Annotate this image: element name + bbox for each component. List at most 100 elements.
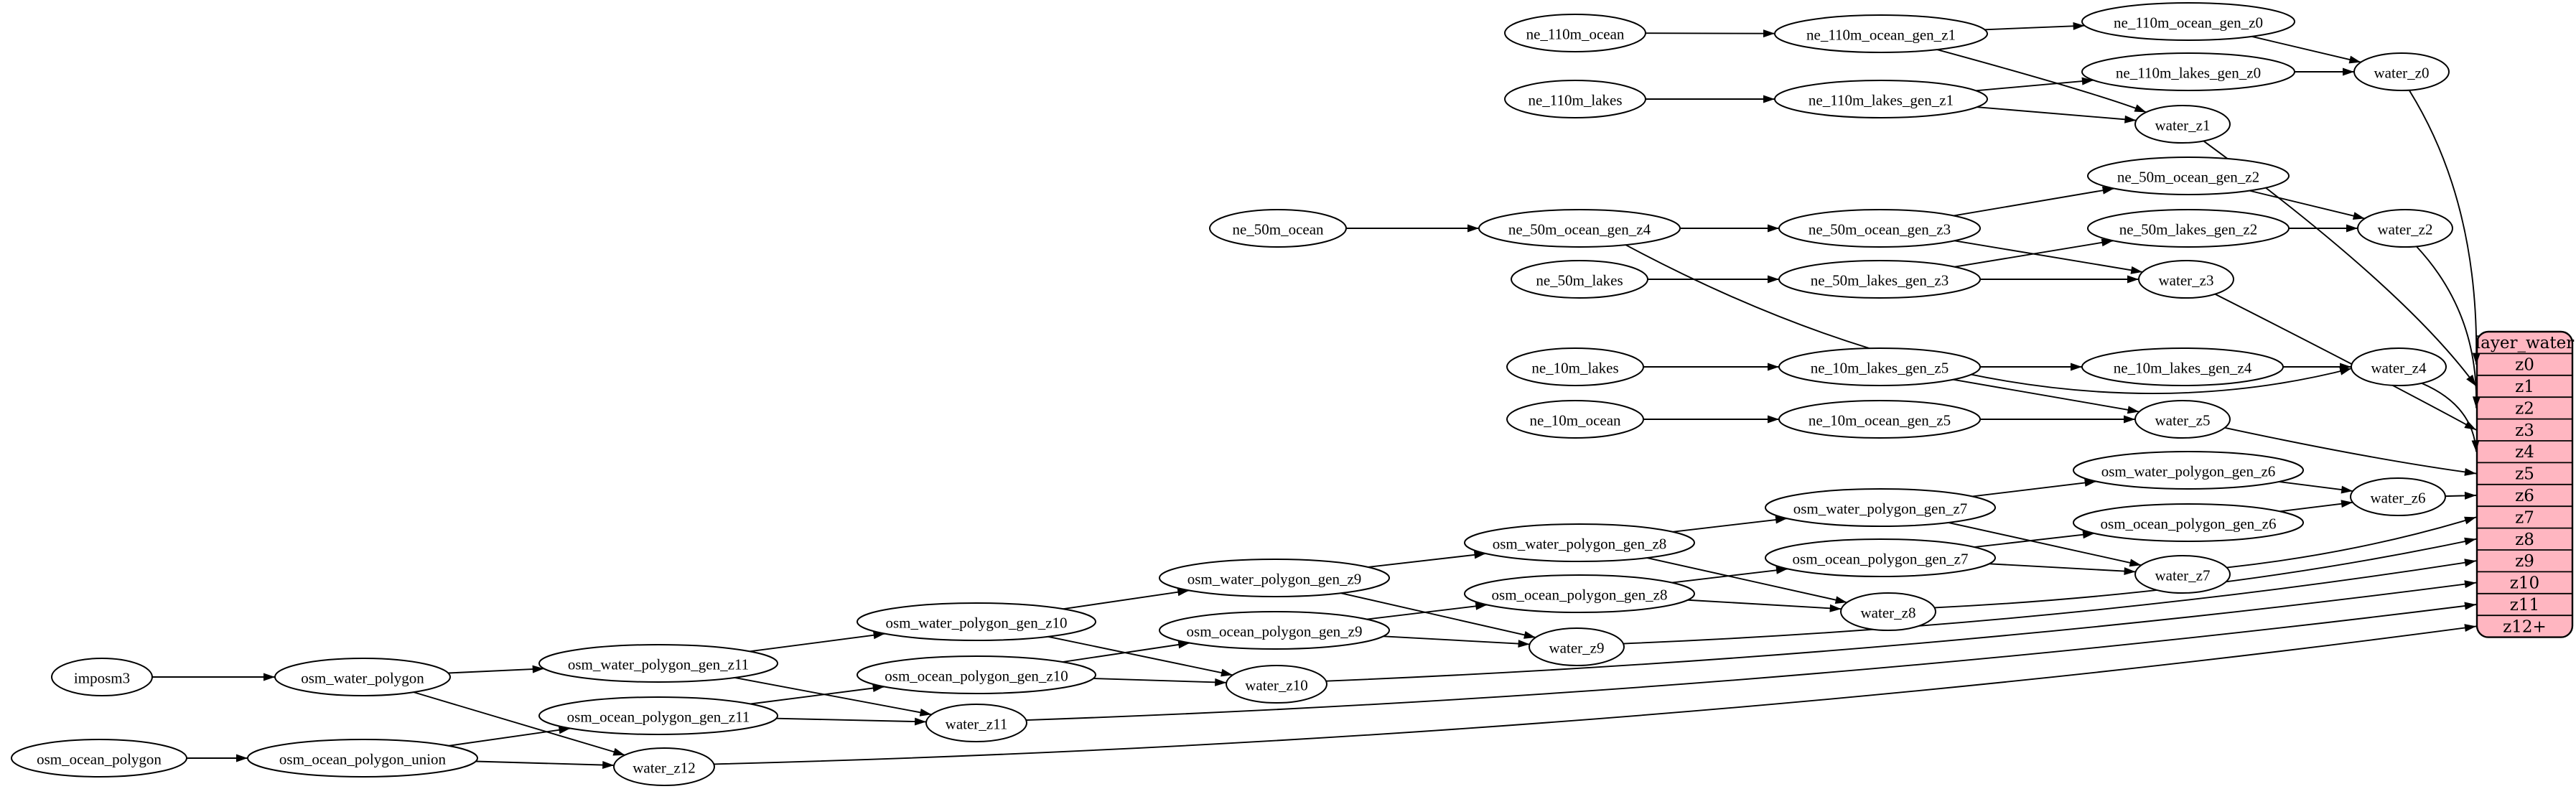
node-water_z8: water_z8 xyxy=(1840,592,1936,631)
edge-osm_ocean_polygon_gen_z8-osm_ocean_polygon_gen_z7 xyxy=(1671,568,1788,584)
arrowhead xyxy=(1768,275,1779,284)
arrowhead xyxy=(1768,224,1779,233)
table-row-z7: z7 xyxy=(2515,508,2534,527)
node-ellipse xyxy=(2350,477,2446,516)
table-row-z12+: z12+ xyxy=(2503,617,2547,636)
arrowhead xyxy=(919,708,932,716)
edge-water_z12-layer_water.z12+ xyxy=(714,625,2477,765)
arrowhead xyxy=(558,726,571,734)
node-ellipse xyxy=(1765,488,1996,527)
table-row-z11: z11 xyxy=(2510,596,2539,615)
node-label: water_z2 xyxy=(2378,221,2433,238)
arrowhead xyxy=(2341,485,2353,494)
node-label: ne_10m_lakes xyxy=(1531,360,1618,377)
arrowhead xyxy=(1768,363,1779,371)
edge-ne_50m_ocean_gen_z3-water_z3 xyxy=(1954,240,2143,273)
arrowhead xyxy=(2464,624,2476,632)
node-ellipse xyxy=(11,739,187,778)
node-label: water_z10 xyxy=(1245,677,1307,694)
arrowhead xyxy=(1775,566,1788,574)
arrowhead xyxy=(236,754,248,762)
edge-water_z2-layer_water.z2 xyxy=(2416,246,2478,408)
node-water_z1: water_z1 xyxy=(2134,105,2231,144)
arrowhead xyxy=(532,665,544,673)
node-label: osm_ocean_polygon_gen_z8 xyxy=(1492,587,1668,604)
node-ellipse xyxy=(1209,209,1347,248)
node-ne_110m_lakes_gen_z0: ne_110m_lakes_gen_z0 xyxy=(2081,52,2295,91)
edge-osm_water_polygon_gen_z6-water_z6 xyxy=(2279,481,2353,492)
arrowhead xyxy=(2464,537,2476,546)
edge-osm_ocean_polygon_gen_z8-water_z8 xyxy=(1687,599,1842,610)
node-ne_110m_ocean_gen_z1: ne_110m_ocean_gen_z1 xyxy=(1774,14,1988,53)
node-ellipse xyxy=(51,658,153,696)
arrowhead xyxy=(2134,104,2147,113)
node-water_z3: water_z3 xyxy=(2138,260,2234,299)
node-label: water_z12 xyxy=(633,760,695,777)
edge-water_z11-layer_water.z11 xyxy=(1026,604,2477,721)
node-ne_110m_lakes: ne_110m_lakes xyxy=(1504,80,1646,118)
edge-osm_ocean_polygon_gen_z10-osm_ocean_polygon_gen_z9 xyxy=(1062,642,1190,663)
node-ne_110m_ocean_gen_z0: ne_110m_ocean_gen_z0 xyxy=(2081,2,2295,41)
node-ellipse xyxy=(1765,538,1996,577)
node-label: ne_50m_ocean xyxy=(1232,221,1324,238)
edge-ne_50m_lakes_gen_z3-ne_50m_lakes_gen_z2 xyxy=(1954,240,2114,268)
node-ellipse xyxy=(857,655,1096,694)
node-ellipse xyxy=(538,696,778,735)
arrowhead xyxy=(1518,640,1530,648)
node-label: ne_110m_ocean_gen_z0 xyxy=(2114,14,2263,32)
arrowhead xyxy=(2352,212,2365,220)
node-ellipse xyxy=(1226,665,1327,704)
node-water_z11: water_z11 xyxy=(925,704,1027,742)
edge-water_z0-layer_water.z0 xyxy=(2408,90,2478,365)
arrowhead xyxy=(2340,363,2351,371)
table-row-z0: z0 xyxy=(2515,356,2534,375)
edge-osm_water_polygon_gen_z9-osm_water_polygon_gen_z8 xyxy=(1368,553,1486,568)
table-row-z8: z8 xyxy=(2515,531,2534,549)
arrowhead xyxy=(872,684,885,693)
node-ellipse xyxy=(2081,52,2295,91)
node-label: ne_110m_lakes_gen_z1 xyxy=(1809,92,1954,109)
arrowhead xyxy=(1834,596,1847,604)
node-label: ne_110m_lakes xyxy=(1528,92,1622,109)
node-water_z5: water_z5 xyxy=(2134,400,2231,439)
node-ne_50m_lakes_gen_z3: ne_50m_lakes_gen_z3 xyxy=(1778,260,1981,299)
node-water_z6: water_z6 xyxy=(2350,477,2446,516)
arrowhead xyxy=(2082,531,2095,539)
edge-osm_ocean_polygon_union-osm_ocean_polygon_gen_z11 xyxy=(448,727,571,747)
node-ellipse xyxy=(1840,592,1936,631)
arrowhead xyxy=(2071,363,2082,371)
arrowhead xyxy=(2341,500,2353,508)
arrowhead xyxy=(1523,631,1536,639)
edge-osm_ocean_polygon_gen_z7-water_z7 xyxy=(1989,563,2136,573)
arrowhead xyxy=(2101,186,2114,195)
node-ne_50m_ocean: ne_50m_ocean xyxy=(1209,209,1347,248)
arrowhead xyxy=(2472,396,2481,408)
edge-ne_50m_ocean_gen_z2-water_z2 xyxy=(2249,190,2365,220)
table-row-z9: z9 xyxy=(2515,552,2534,571)
node-ellipse xyxy=(613,747,715,786)
node-label: water_z9 xyxy=(1549,640,1605,657)
node-ne_10m_ocean: ne_10m_ocean xyxy=(1506,400,1644,439)
edge-osm_ocean_polygon_gen_z9-osm_ocean_polygon_gen_z8 xyxy=(1366,604,1488,620)
edge-osm_water_polygon_gen_z11-water_z11 xyxy=(734,677,932,716)
edge-ne_10m_lakes_gen_z5-water_z5 xyxy=(1953,378,2139,413)
node-ne_50m_ocean_gen_z4: ne_50m_ocean_gen_z4 xyxy=(1478,209,1681,248)
arrowhead xyxy=(263,673,275,681)
node-water_z9: water_z9 xyxy=(1529,627,1625,666)
arrowhead xyxy=(2346,224,2358,233)
edge-osm_ocean_polygon_gen_z10-water_z10 xyxy=(1093,678,1227,683)
arrowhead xyxy=(2081,77,2094,85)
arrowhead xyxy=(2084,479,2096,487)
arrowhead xyxy=(1221,668,1233,677)
arrowhead xyxy=(2464,421,2476,430)
node-label: osm_ocean_polygon_union xyxy=(279,751,447,768)
node-label: osm_water_polygon_gen_z10 xyxy=(885,615,1067,632)
node-label: osm_ocean_polygon_gen_z10 xyxy=(885,668,1068,685)
node-osm_ocean_polygon_gen_z10: osm_ocean_polygon_gen_z10 xyxy=(857,655,1096,694)
node-ne_50m_lakes_gen_z2: ne_50m_lakes_gen_z2 xyxy=(2087,209,2290,248)
node-ellipse xyxy=(1504,14,1646,52)
edge-water_z7-layer_water.z7 xyxy=(2226,516,2477,569)
